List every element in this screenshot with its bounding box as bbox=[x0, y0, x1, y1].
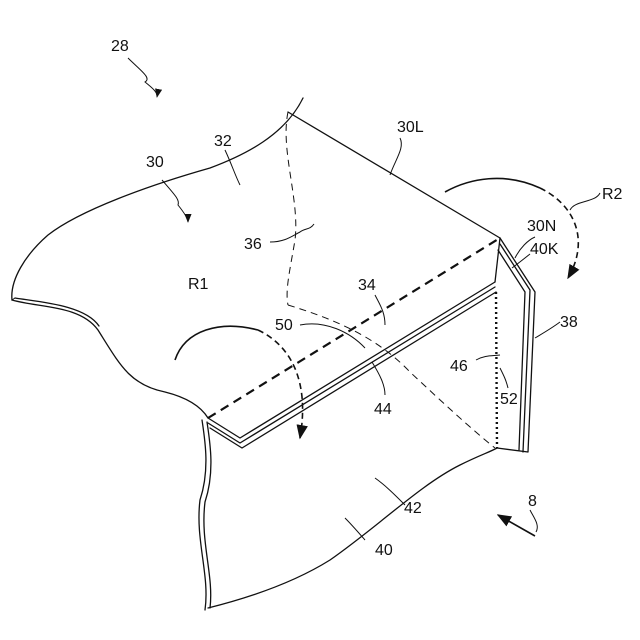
label-30: 30 bbox=[146, 154, 164, 171]
label-r1: R1 bbox=[188, 276, 209, 293]
label-38: 38 bbox=[560, 314, 578, 331]
label-40: 40 bbox=[375, 542, 393, 559]
rotation-arrow-r1 bbox=[175, 326, 303, 438]
label-36: 36 bbox=[244, 236, 262, 253]
label-46: 46 bbox=[450, 358, 468, 375]
label-30n: 30N bbox=[527, 218, 556, 235]
upper-sheet-30 bbox=[12, 98, 500, 418]
label-40k: 40K bbox=[530, 241, 559, 258]
label-8: 8 bbox=[528, 493, 537, 510]
fold-edge-34 bbox=[208, 238, 500, 448]
view-arrow-8 bbox=[498, 515, 535, 536]
hidden-line-36 bbox=[286, 112, 495, 448]
label-30l: 30L bbox=[397, 119, 424, 136]
label-44: 44 bbox=[374, 401, 392, 418]
flap-38 bbox=[497, 238, 535, 452]
lower-sheet-40 bbox=[199, 420, 497, 610]
label-50: 50 bbox=[275, 317, 293, 334]
label-34: 34 bbox=[358, 277, 376, 294]
label-28: 28 bbox=[111, 38, 129, 55]
label-42: 42 bbox=[404, 500, 422, 517]
label-52: 52 bbox=[500, 391, 518, 408]
label-32: 32 bbox=[214, 133, 232, 150]
reference-labels: 28 30 32 30L R2 30N 40K 36 34 R1 50 38 4… bbox=[111, 38, 623, 559]
dotted-line-52 bbox=[496, 292, 497, 448]
label-r2: R2 bbox=[602, 186, 623, 203]
rotation-arrow-r2 bbox=[445, 178, 578, 278]
